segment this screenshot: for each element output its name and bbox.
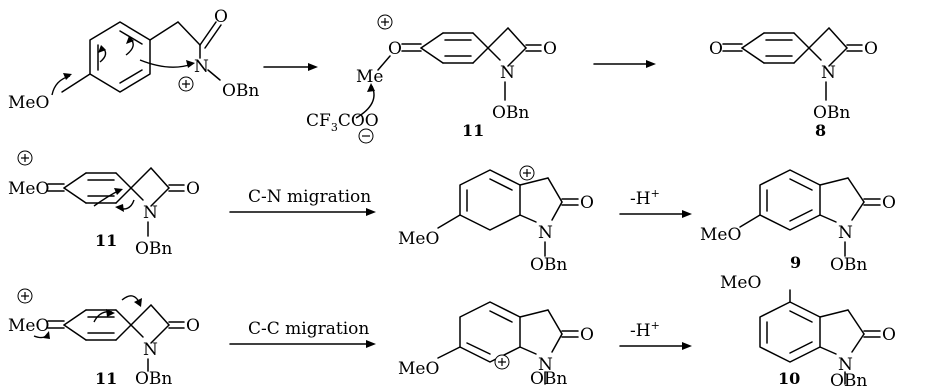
cc-int-obn-label: OBn (530, 369, 567, 387)
cn-migration-arrow (229, 208, 376, 216)
cf3coo-label: CF3COO (306, 111, 379, 134)
int11-top-me-label: Me (356, 67, 383, 87)
intermediate-11-middle-structure (17, 150, 185, 237)
sm-o-label: O (214, 7, 228, 27)
int11-mid-ketone-o-label: O (186, 179, 200, 199)
cc-int-meo-label: MeO (398, 359, 439, 379)
cc-intermediate-structure (437, 301, 579, 385)
int11-bot-meo-label: MeO (8, 316, 49, 336)
int11-mid-meo-label: MeO (8, 179, 49, 199)
int11-bot-n-label: N (143, 340, 158, 360)
c8-right-o-label: O (864, 39, 878, 59)
deprotonation-label-2: -H+ (630, 319, 660, 341)
sm-meo-label: MeO (8, 93, 49, 113)
cn-migration-label: C-N migration (248, 187, 371, 207)
int11-top-ketone-o-label: O (543, 39, 557, 59)
int11-bot-obn-label: OBn (135, 369, 172, 387)
int11-top-n-label: N (500, 63, 515, 83)
c9-n-label: N (838, 223, 853, 243)
cc-migration-arrow (229, 340, 376, 348)
cc-int-n-label: N (538, 355, 553, 375)
intermediate-11-bottom-structure (17, 288, 185, 372)
c9-obn-label: OBn (830, 255, 867, 275)
cc-int-o-label: O (580, 325, 594, 345)
compound-11-bottom-label: 11 (95, 369, 117, 387)
c10-obn-label: OBn (830, 371, 867, 387)
c10-n-label: N (838, 355, 853, 375)
cn-intermediate-structure (437, 165, 579, 257)
c8-obn-label: OBn (813, 103, 850, 123)
c8-n-label: N (821, 63, 836, 83)
c8-left-o-label: O (709, 39, 723, 59)
c9-o-label: O (882, 193, 896, 213)
compound-10-label: 10 (778, 369, 800, 387)
c9-meo-label: MeO (700, 225, 741, 245)
cn-int-obn-label: OBn (530, 255, 567, 275)
int11-bot-ketone-o-label: O (186, 316, 200, 336)
int11-top-obn-label: OBn (492, 103, 529, 123)
sm-obn-label: OBn (222, 81, 259, 101)
intermediate-11-top-structure (355, 14, 542, 144)
starting-material-structure (51, 21, 222, 96)
deprotonation-arrow-2 (619, 342, 692, 350)
sm-n-label: N (194, 57, 209, 77)
int11-mid-n-label: N (143, 203, 158, 223)
compound-8-label: 8 (815, 121, 826, 140)
c10-meo-label: MeO (720, 273, 761, 293)
int11-mid-obn-label: OBn (135, 239, 172, 259)
cn-int-o-label: O (580, 193, 594, 213)
cn-int-n-label: N (538, 223, 553, 243)
cn-int-meo-label: MeO (398, 229, 439, 249)
int11-top-o-label: O (388, 39, 402, 59)
compound-9-label: 9 (790, 253, 801, 272)
compound-8-structure (722, 27, 863, 101)
cc-migration-label: C-C migration (248, 319, 369, 339)
compound-11-top-label: 11 (462, 121, 484, 140)
reaction-arrow-1 (263, 63, 318, 71)
c10-o-label: O (882, 325, 896, 345)
reaction-arrow-2 (593, 60, 656, 68)
compound-10-structure (759, 289, 881, 385)
deprotonation-arrow-1 (619, 210, 692, 218)
compound-11-middle-label: 11 (95, 231, 117, 250)
compound-9-structure (739, 169, 881, 257)
deprotonation-label-1: -H+ (630, 187, 660, 209)
